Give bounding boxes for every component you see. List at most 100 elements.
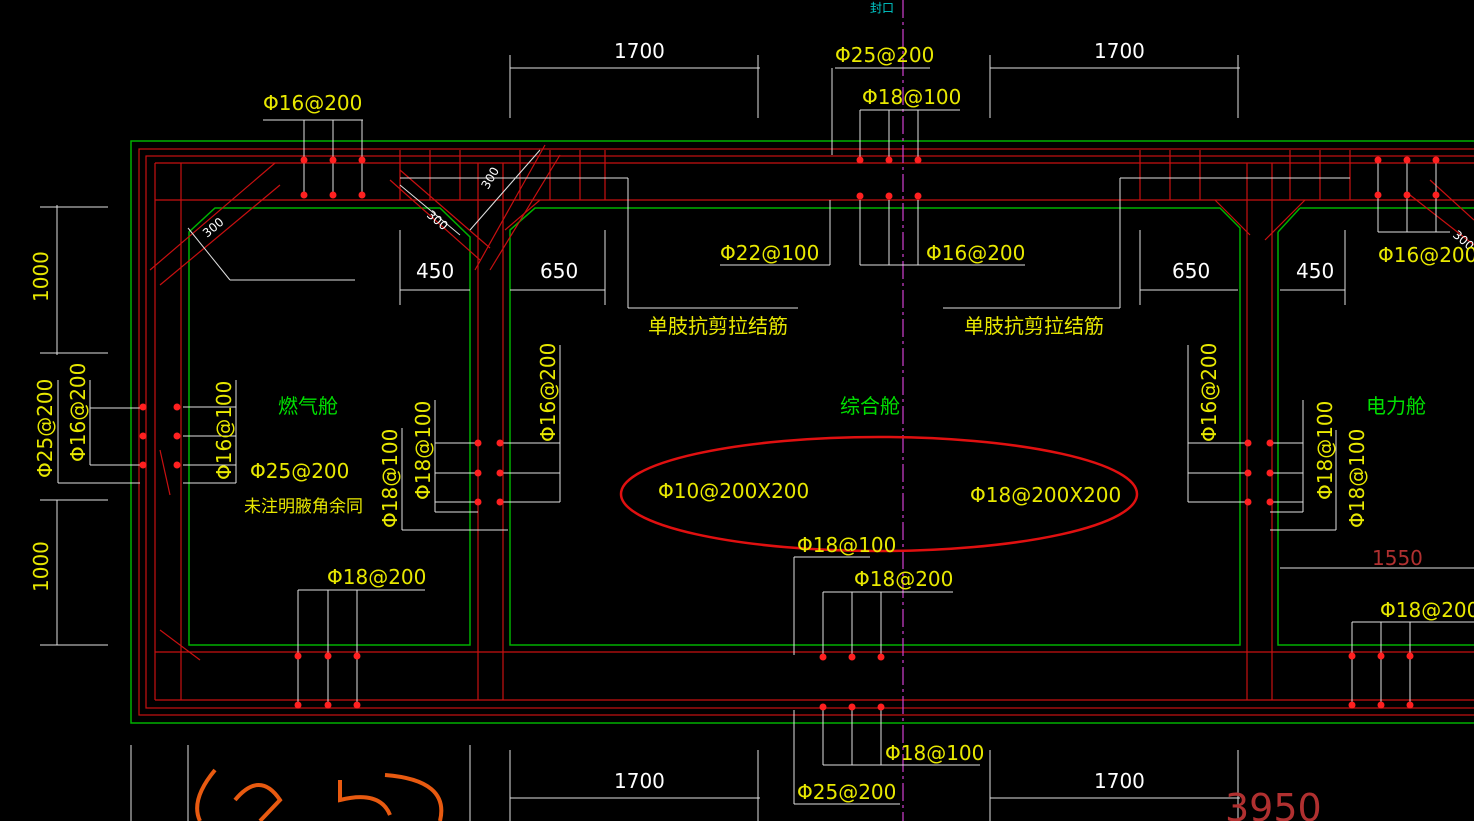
dim-haunch-450-left: 450: [416, 259, 454, 283]
note-tie-left: 单肢抗剪拉结筋: [648, 314, 788, 338]
rebar-lines: [138, 144, 1474, 716]
label-mid-16: Φ16@200: [926, 241, 1025, 265]
rebar-dot: [1244, 469, 1252, 477]
rebar-dot: [1374, 156, 1382, 164]
rebar-dot: [300, 156, 308, 164]
rebar-dot: [877, 703, 885, 711]
rebar-dot: [173, 403, 181, 411]
rebar-dot: [496, 439, 504, 447]
dim-bottom-left: 1700: [614, 769, 665, 793]
rebar-dot: [848, 653, 856, 661]
rebar-dot: [173, 432, 181, 440]
highlight-ellipse[interactable]: [619, 435, 1139, 553]
rebar-dot: [1403, 156, 1411, 164]
rebar-dot: [353, 701, 361, 709]
rebar-dot: [914, 192, 922, 200]
dim-top-left: 1700: [614, 39, 665, 63]
rebar-dot: [139, 403, 147, 411]
label-gas-note: 未注明腋角余同: [244, 497, 363, 517]
label-left-wall-16: Φ16@200: [66, 363, 90, 462]
rebar-dot: [324, 701, 332, 709]
label-bottom-25-200: Φ25@200: [797, 780, 896, 804]
rebar-dot: [877, 653, 885, 661]
rebar-dot: [848, 703, 856, 711]
label-bottom-18-100: Φ18@100: [885, 741, 984, 765]
rebar-dot: [1266, 469, 1274, 477]
rebar-dot: [1432, 156, 1440, 164]
rebar-dot: [1266, 498, 1274, 506]
label-top-right-16: Φ16@200: [1378, 243, 1474, 267]
rebar-dot: [1244, 498, 1252, 506]
rebar-dot: [1377, 701, 1385, 709]
label-comb-left-16: Φ16@200: [536, 343, 560, 442]
rebar-dot: [329, 156, 337, 164]
rebar-dot: [353, 652, 361, 660]
label-slab-10: Φ10@200X200: [658, 479, 809, 503]
label-bot-center-18-100: Φ18@100: [797, 533, 896, 557]
title-mark: 封口: [870, 1, 894, 15]
rebar-dot: [474, 498, 482, 506]
rebar-dot: [1377, 652, 1385, 660]
rebar-dot: [914, 156, 922, 164]
rebar-dot: [819, 653, 827, 661]
rebar-dot: [496, 498, 504, 506]
label-top-left-16: Φ16@200: [263, 91, 362, 115]
dim-1550: 1550: [1372, 546, 1423, 570]
rebar-dot: [358, 156, 366, 164]
dim-top-right: 1700: [1094, 39, 1145, 63]
label-gas-right-18a: Φ18@100: [378, 429, 402, 528]
rebar-dot: [1406, 701, 1414, 709]
rebar-dot: [173, 461, 181, 469]
rebar-dot: [300, 191, 308, 199]
rebar-dot: [1432, 191, 1440, 199]
rebar-dots: [139, 156, 1440, 711]
dim-haunch-650-left: 650: [540, 259, 578, 283]
rebar-dot: [324, 652, 332, 660]
rebar-dot: [885, 156, 893, 164]
rebar-dot: [1406, 652, 1414, 660]
label-power-18b: Φ18@100: [1345, 429, 1369, 528]
rebar-dot: [1348, 652, 1356, 660]
rebar-dot: [474, 439, 482, 447]
rebar-dot: [294, 652, 302, 660]
rebar-dot: [1348, 701, 1356, 709]
label-gas-bot-18: Φ18@200: [327, 565, 426, 589]
dim-diag-300-b: 300: [424, 208, 451, 233]
label-comb-right-16: Φ16@200: [1197, 343, 1221, 442]
rebar-dot: [1374, 191, 1382, 199]
label-top-center-18: Φ18@100: [862, 85, 961, 109]
label-mid-22: Φ22@100: [720, 241, 819, 265]
rebar-dot: [819, 703, 827, 711]
label-top-center-25: Φ25@200: [835, 43, 934, 67]
label-left-wall-25: Φ25@200: [33, 379, 57, 478]
label-bot-center-18-200: Φ18@200: [854, 567, 953, 591]
chamber-gas-label: 燃气舱: [278, 394, 338, 418]
chamber-combined-label: 综合舱: [840, 394, 900, 418]
rebar-dot: [856, 156, 864, 164]
rebar-dot: [856, 192, 864, 200]
rebar-dot: [358, 191, 366, 199]
rebar-dot: [139, 432, 147, 440]
rebar-dot: [1244, 439, 1252, 447]
concrete-outline: [130, 140, 1474, 724]
label-gas-25: Φ25@200: [250, 459, 349, 483]
label-gas-right-18b: Φ18@100: [411, 401, 435, 500]
rebar-dot: [496, 469, 504, 477]
note-tie-right: 单肢抗剪拉结筋: [964, 314, 1104, 338]
dim-3950: 3950: [1225, 786, 1322, 821]
rebar-dot: [1266, 439, 1274, 447]
label-slab-18: Φ18@200X200: [970, 483, 1121, 507]
rebar-dot: [474, 469, 482, 477]
label-power-bot-18: Φ18@200: [1380, 598, 1474, 622]
dim-bottom-right: 1700: [1094, 769, 1145, 793]
label-power-18a: Φ18@100: [1313, 401, 1337, 500]
rebar-dot: [1403, 191, 1411, 199]
rebar-dot: [139, 461, 147, 469]
dim-left-lower: 1000: [29, 541, 53, 592]
chamber-power-label: 电力舱: [1366, 394, 1426, 418]
rebar-dot: [885, 192, 893, 200]
rebar-dot: [294, 701, 302, 709]
rebar-dot: [329, 191, 337, 199]
dim-haunch-650-right: 650: [1172, 259, 1210, 283]
